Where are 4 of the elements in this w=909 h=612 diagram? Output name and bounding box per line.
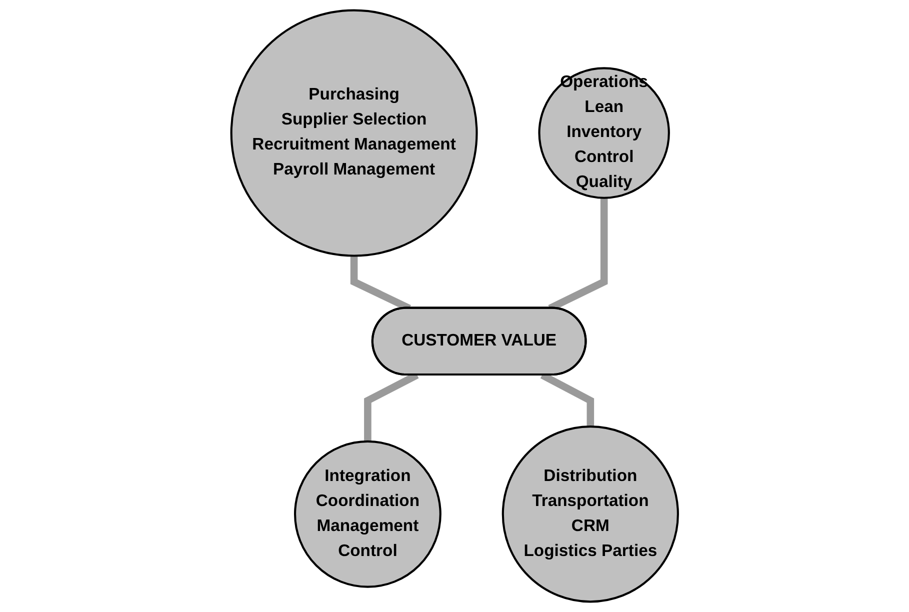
node-circle: Purchasing Supplier Selection Recruitment Management Payroll Management bbox=[230, 9, 478, 257]
node-circle: Operations Lean Inventory Control Quality bbox=[538, 67, 670, 199]
node-circle: Distribution Transportation CRM Logistics Parties bbox=[502, 426, 679, 603]
node-circle: Integration Coordination Management Control bbox=[294, 440, 442, 588]
